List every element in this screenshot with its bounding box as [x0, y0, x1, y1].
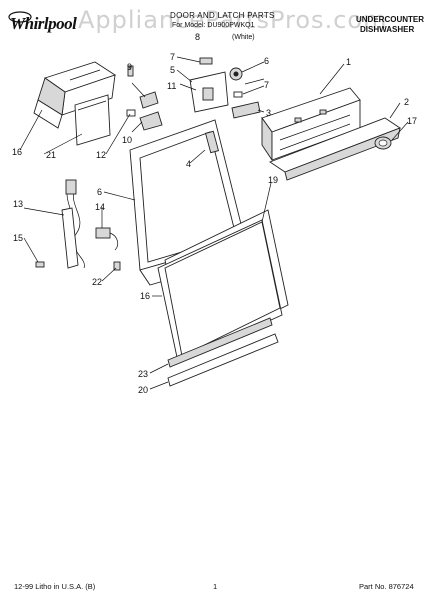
part-screw-15: [35, 261, 45, 268]
appliance-type-line2: DISHWASHER: [360, 25, 415, 34]
part-clip-22: [113, 261, 121, 271]
callout-15: 15: [13, 233, 23, 243]
callout-10: 10: [122, 135, 132, 145]
brand-logo: [6, 9, 86, 37]
footer-part-number: Part No. 876724: [359, 582, 414, 591]
footer-page-number: 1: [213, 582, 218, 591]
model-number: For Model: DU900PWKQ1: [172, 22, 255, 29]
callout-9: 9: [127, 62, 132, 72]
part-latch-pieces: [126, 91, 163, 131]
callout-5: 5: [170, 65, 175, 75]
callout-8: 8: [195, 32, 200, 42]
callout-20: 20: [138, 385, 148, 395]
callout-23: 23: [138, 369, 148, 379]
callout-16b: 16: [140, 291, 150, 301]
part-screw: [127, 65, 134, 77]
part-strip-23: [167, 317, 273, 368]
watermark-text: AppliancePartsPros.com: [78, 6, 388, 34]
part-wire-harness: [61, 179, 85, 269]
diagram-title: DOOR AND LATCH PARTS: [170, 11, 275, 20]
callout-17: 17: [407, 116, 417, 126]
callout-11: 11: [167, 81, 176, 91]
callout-1: 1: [346, 57, 351, 67]
part-control-panel: [261, 87, 361, 162]
callout-21: 21: [46, 150, 56, 160]
callout-19: 19: [268, 175, 278, 185]
callout-6a: 6: [264, 56, 269, 66]
callout-labels: 1 2 3 4 5 6 6 7 7 8 9 10 11 12 13 14 15 …: [12, 32, 417, 395]
callout-7b: 7: [264, 80, 269, 90]
part-bracket: [231, 101, 261, 119]
callout-7a: 7: [170, 52, 175, 62]
callout-13: 13: [13, 199, 23, 209]
callout-4: 4: [186, 159, 191, 169]
part-panel: [74, 94, 111, 146]
callout-22: 22: [92, 277, 102, 287]
callout-12: 12: [96, 150, 106, 160]
footer-litho: 12-99 Litho in U.S.A. (B): [14, 582, 96, 591]
brand-name: Whirlpool: [10, 14, 77, 33]
appliance-type-line1: UNDERCOUNTER: [356, 15, 424, 24]
part-knob: [374, 136, 392, 150]
part-clip: [233, 91, 243, 98]
callout-3: 3: [266, 108, 271, 118]
part-latch-assembly: [189, 57, 243, 113]
part-trim: [269, 117, 401, 181]
callout-6b: 6: [97, 187, 102, 197]
part-connector: [95, 227, 119, 251]
callout-16a: 16: [12, 147, 22, 157]
model-color: (White): [232, 34, 255, 41]
callout-2: 2: [404, 97, 409, 107]
leader-lines: [19, 56, 409, 390]
callout-14: 14: [95, 202, 105, 212]
part-strip-20: [167, 333, 279, 387]
part-vent-housing: [33, 61, 117, 129]
